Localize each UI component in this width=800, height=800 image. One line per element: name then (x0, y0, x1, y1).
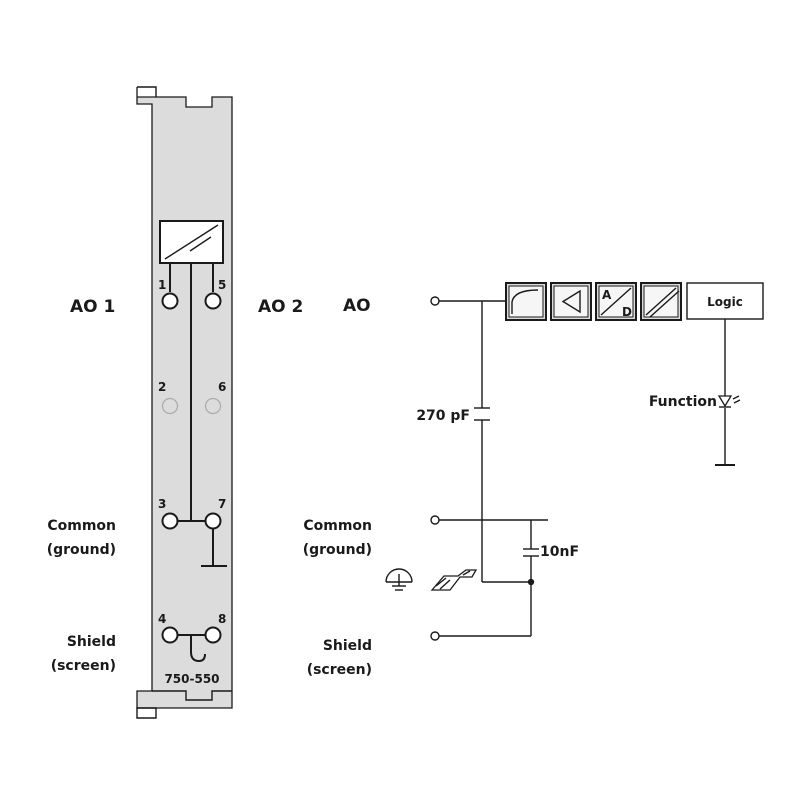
pin-label-7: 7 (218, 497, 226, 511)
filter-block (505, 282, 547, 321)
schematic-ground-label: (ground) (303, 542, 372, 558)
ao2-label: AO 2 (258, 297, 303, 317)
terminal-8 (204, 626, 222, 644)
module-common-label: Common (47, 518, 116, 534)
adc-a-label: A (602, 288, 612, 302)
ao-terminal (430, 296, 440, 306)
pin-label-8: 8 (218, 612, 226, 626)
terminal-6 (204, 397, 222, 415)
pin-label-4: 4 (158, 612, 166, 626)
common-terminal (430, 515, 440, 525)
pin-label-5: 5 (218, 278, 226, 292)
ground-icon (385, 568, 413, 591)
pin-label-6: 6 (218, 380, 226, 394)
function-label: Function (649, 394, 717, 410)
ao-label: AO (343, 296, 371, 316)
schematic-common-label: Common (303, 518, 372, 534)
module-screen-label: (screen) (51, 658, 116, 674)
da-converter-symbol (159, 220, 224, 264)
logic-block (686, 282, 764, 320)
led-icon (717, 395, 741, 408)
terminal-2 (161, 397, 179, 415)
amplifier-block (550, 282, 592, 321)
adc-d-label: D (622, 305, 632, 319)
isolator-block (640, 282, 682, 321)
capacitor-270pf-label: 270 pF (416, 408, 470, 424)
terminal-7 (204, 512, 222, 530)
din-rail-icon (430, 569, 478, 591)
terminal-5 (204, 292, 222, 310)
terminal-1 (161, 292, 179, 310)
schematic-wiring (439, 300, 735, 637)
schematic-shield-label: Shield (323, 638, 372, 654)
schematic-screen-label: (screen) (307, 662, 372, 678)
part-number: 750-550 (164, 672, 219, 686)
module-shield-label: Shield (67, 634, 116, 650)
logic-label: Logic (707, 295, 743, 309)
pin-label-1: 1 (158, 278, 166, 292)
junction-dot (527, 578, 535, 586)
shield-terminal (430, 631, 440, 641)
pin-label-3: 3 (158, 497, 166, 511)
terminal-4 (161, 626, 179, 644)
ao1-label: AO 1 (70, 297, 115, 317)
ad-converter-block (595, 282, 637, 321)
pin-label-2: 2 (158, 380, 166, 394)
module-ground-label: (ground) (47, 542, 116, 558)
terminal-3 (161, 512, 179, 530)
capacitor-270pf (474, 407, 490, 421)
capacitor-10nf (523, 548, 539, 557)
capacitor-10nf-label: 10nF (540, 544, 579, 560)
module-internal-wiring (169, 263, 227, 663)
